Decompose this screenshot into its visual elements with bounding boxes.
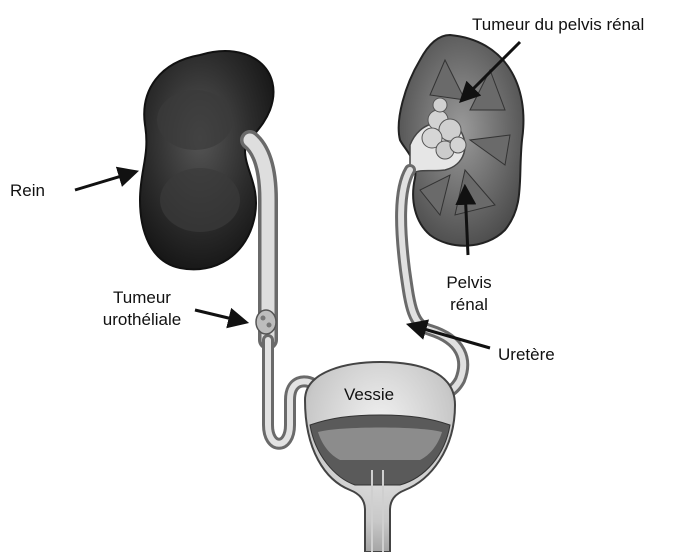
urothelial-tumor (256, 310, 276, 334)
kidney-lobe (157, 90, 233, 150)
label-rein: Rein (10, 180, 45, 202)
arrow-rein (75, 172, 135, 190)
right-kidney (399, 35, 524, 246)
label-pelvis-renal: Pelvis rénal (436, 272, 502, 316)
label-vessie: Vessie (344, 384, 394, 406)
label-tumeur-pelvis: Tumeur du pelvis rénal (472, 14, 644, 36)
label-tumeur-urotheliale: Tumeur urothéliale (96, 287, 188, 331)
arrow-tumeur-urotheliale (195, 310, 245, 322)
label-tumeur-urotheliale-line2: urothéliale (96, 309, 188, 331)
label-uretere: Uretère (498, 344, 555, 366)
label-pelvis-line1: Pelvis (436, 272, 502, 294)
kidney-lobe (160, 168, 240, 232)
label-pelvis-line2: rénal (436, 294, 502, 316)
label-tumeur-urotheliale-line1: Tumeur (96, 287, 188, 309)
